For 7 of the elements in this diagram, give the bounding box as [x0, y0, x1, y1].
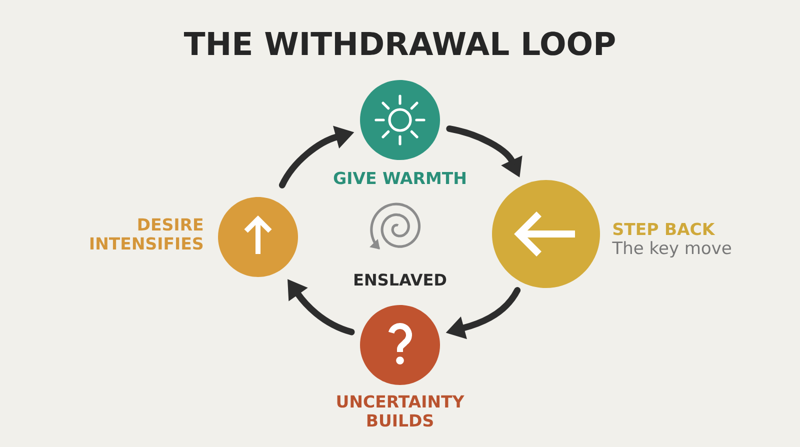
stage-title: STEP BACK [613, 222, 716, 236]
stage-subtitle: The key move [612, 241, 731, 258]
center-label: ENSLAVED [354, 274, 446, 286]
stage-title: DESIRE INTENSIFIES [90, 218, 203, 250]
stage-title: UNCERTAINTY BUILDS [337, 395, 464, 427]
stage-title: GIVE WARMTH [334, 172, 466, 184]
diagram-title: THE WITHDRAWAL LOOP [184, 32, 615, 56]
